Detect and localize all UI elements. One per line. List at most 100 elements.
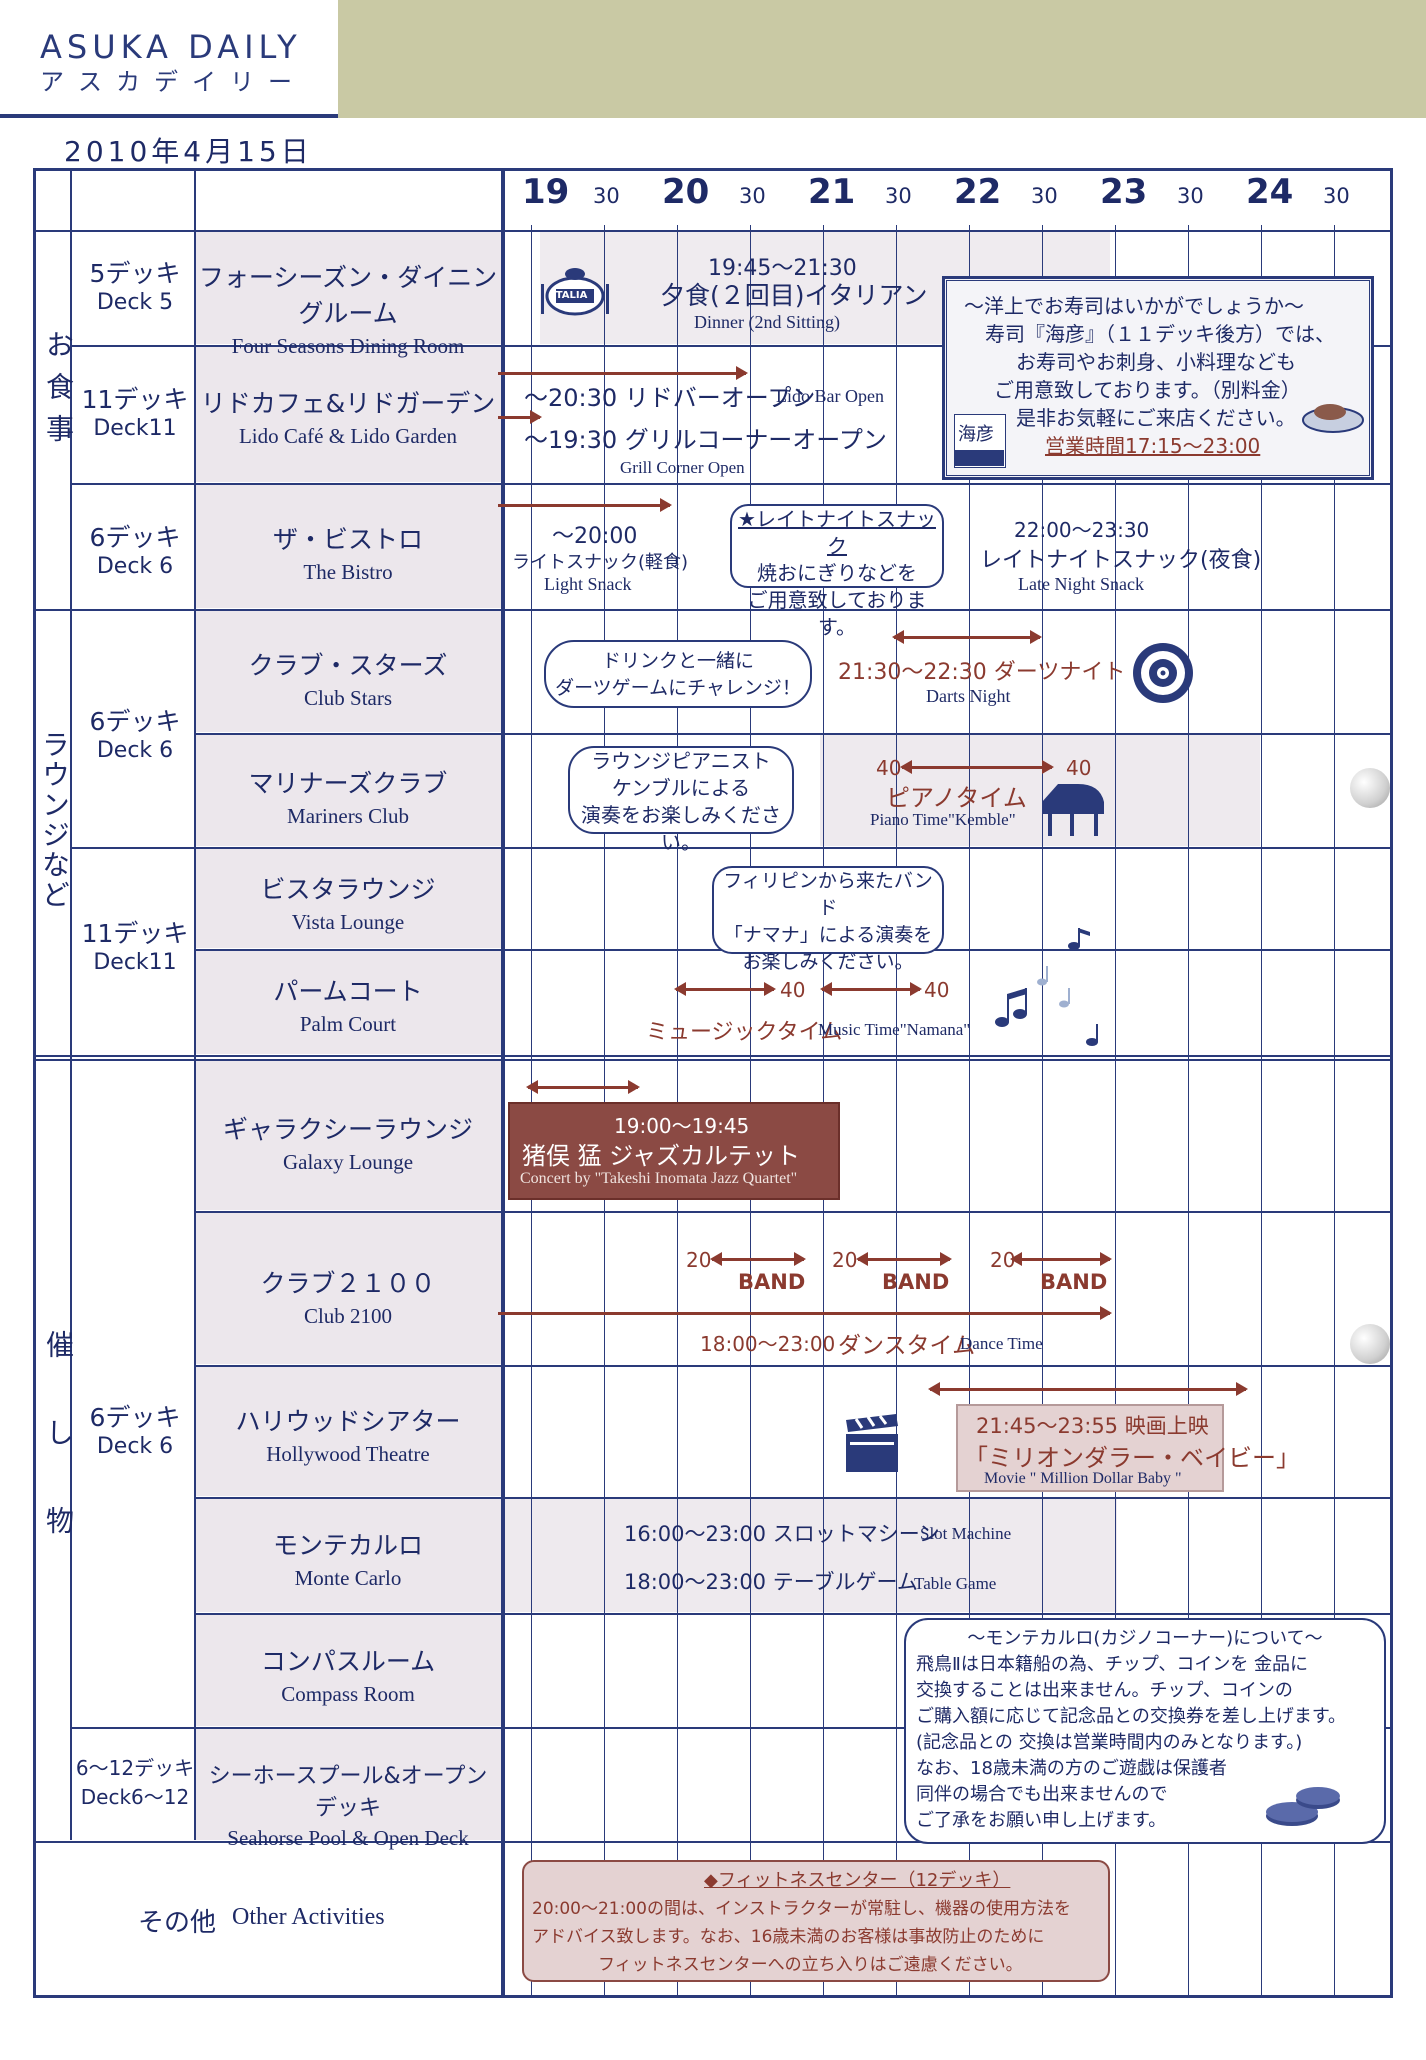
row-line	[194, 1365, 1393, 1367]
band-bubble: フィリピンから来たバンド「ナマナ」による演奏をお楽しみください。	[712, 866, 944, 973]
darts-bubble: ドリンクと一緒にダーツゲームにチャレンジ！	[544, 640, 812, 708]
row-line	[33, 1841, 1393, 1843]
binder-hole	[1350, 1324, 1390, 1364]
late-time: 22:00〜23:30	[1014, 518, 1150, 542]
piano-band	[820, 734, 1260, 846]
category-other: その他	[138, 1908, 217, 1938]
casino-band	[505, 1498, 1117, 1612]
movie-time: 21:45〜23:55 映画上映	[976, 1414, 1209, 1438]
grid-line	[969, 225, 970, 1998]
piano-icon	[1038, 780, 1108, 840]
brand-title: ASUKA DAILY	[40, 28, 302, 66]
row-line	[33, 1055, 1393, 1057]
venue-bg	[196, 484, 501, 608]
venue-bg	[196, 1060, 501, 1210]
arrow-band-1	[710, 1252, 806, 1266]
arrow-lido-bar	[498, 366, 748, 380]
movie-title: 「ミリオンダラー・ベイビー」	[964, 1444, 1300, 1472]
venue-bg	[196, 1614, 501, 1726]
arrow-piano	[900, 760, 1054, 774]
arrow-music-1	[674, 982, 776, 996]
sushi-line4: ご用意致しております。（別料金）	[994, 378, 1301, 402]
row-line	[194, 1497, 1393, 1499]
arrow-dance	[498, 1306, 1112, 1320]
venue-bg	[196, 232, 501, 344]
minute-label: 30	[1323, 184, 1350, 208]
grill-corner: 〜19:30 グリルコーナーオープン	[524, 426, 887, 454]
band-3: BAND	[1040, 1270, 1108, 1294]
music-en: Music Time"Namana"	[818, 1020, 971, 1039]
arrow-darts	[892, 630, 1042, 644]
snack-title: ライトスナック(軽食)	[512, 552, 689, 573]
lido-bar: 〜20:30 リドバーオープン	[524, 384, 816, 412]
category-events: 催し物	[42, 1330, 75, 1594]
sushi-line2: 寿司『海彦』（１１デッキ後方）では、	[985, 322, 1335, 346]
sushi-sign-band	[954, 450, 1004, 466]
category-other-en: Other Activities	[232, 1904, 385, 1930]
header-band	[338, 0, 1426, 118]
movie-en: Movie " Million Dollar Baby "	[984, 1470, 1182, 1487]
sushi-line1: 〜洋上でお寿司はいかがでしょうか〜	[964, 294, 1304, 318]
lido-bar-en: Lido Bar Open	[776, 386, 884, 406]
grid-line	[1261, 225, 1262, 1998]
clapperboard-icon	[842, 1412, 902, 1474]
row-line	[70, 483, 1393, 485]
venue-bg	[196, 848, 501, 948]
col-line	[194, 168, 196, 1840]
venue-bg	[196, 734, 501, 846]
hour-label: 21	[808, 172, 856, 212]
arrow-snack	[498, 498, 672, 512]
table-en: Table Game	[914, 1574, 997, 1593]
sushi-box	[942, 276, 1374, 480]
italia-icon	[540, 262, 610, 322]
minute-label: 30	[1177, 184, 1204, 208]
jazz-time: 19:00〜19:45	[614, 1114, 750, 1138]
minute-label: 30	[885, 184, 912, 208]
jazz-title: 猪俣 猛 ジャズカルテット	[522, 1142, 801, 1170]
darts-en: Darts Night	[926, 686, 1011, 706]
snack-en: Light Snack	[544, 574, 632, 594]
minute-label: 30	[1031, 184, 1058, 208]
fitness-title: ◆フィットネスセンター（12デッキ）	[704, 1870, 1011, 1891]
venue-bg	[196, 346, 501, 482]
row-line	[194, 1613, 1393, 1615]
sushi-hours: 営業時間17:15〜23:00	[1045, 434, 1261, 458]
binder-hole	[1350, 768, 1390, 808]
band-20-a: 20	[686, 1248, 712, 1272]
band-1: BAND	[738, 1270, 806, 1294]
col-line	[501, 168, 503, 1998]
dartboard-icon	[1130, 640, 1196, 706]
table-title: 18:00〜23:00 テーブルゲーム	[624, 1570, 918, 1594]
band-20-b: 20	[832, 1248, 858, 1272]
sushi-box-inner	[946, 280, 1370, 476]
fitness-box	[522, 1860, 1110, 1982]
dinner-title: 夕食(２回目)イタリアン	[660, 281, 928, 310]
hour-label: 22	[954, 172, 1002, 212]
sushi-line5: 是非お気軽にご来店ください。	[1016, 406, 1296, 430]
piano-40-start: 40	[876, 756, 902, 780]
hour-label: 24	[1246, 172, 1294, 212]
category-lounge: ラウンジなど	[38, 730, 71, 910]
row-line	[194, 733, 1393, 735]
minute-label: 30	[739, 184, 766, 208]
row-line	[70, 847, 1393, 849]
late-title: レイトナイトスナック(夜食)	[980, 548, 1262, 573]
casino-chips-icon	[1262, 1782, 1342, 1834]
col-line	[70, 168, 72, 1840]
hour-label: 20	[662, 172, 710, 212]
row-line	[194, 1211, 1393, 1213]
